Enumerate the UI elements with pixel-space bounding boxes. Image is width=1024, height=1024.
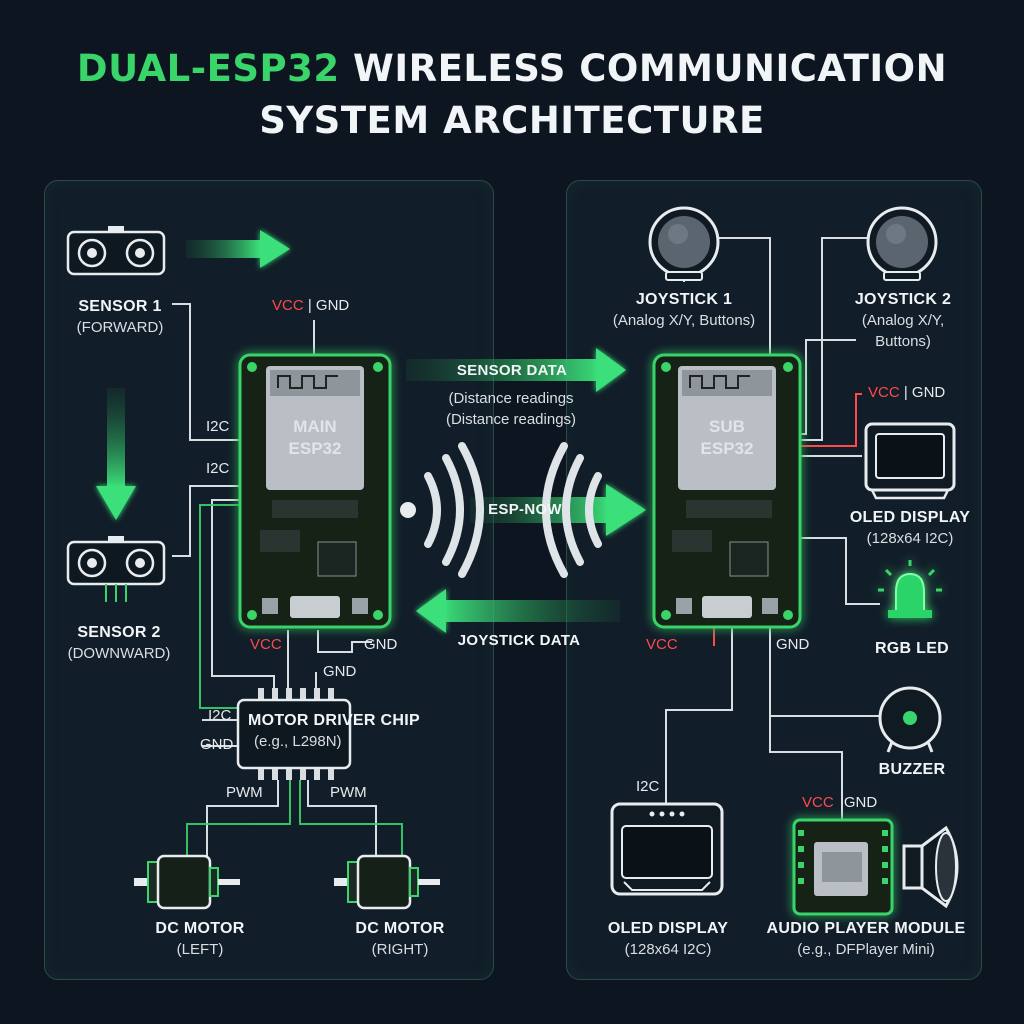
sensor-2-title: SENSOR 2 [77, 624, 161, 641]
main-board-line1: MAIN [293, 417, 337, 436]
sub-i2c-oled-label: I2C [636, 778, 660, 795]
joystick-1-title: JOYSTICK 1 [635, 291, 733, 308]
joystick-data-label: JOYSTICK DATA [436, 630, 602, 651]
dc-motor-right-sub: (RIGHT) [371, 941, 429, 958]
sub-gnd-right: GND [911, 384, 946, 401]
buzzer-title: BUZZER [878, 761, 946, 778]
sensor-2-icon [66, 534, 166, 602]
sub-sep-right: | [903, 384, 908, 401]
title-accent: DUAL-ESP32 [76, 47, 340, 90]
dc-motor-right-icon [332, 854, 442, 910]
joystick-1-label: JOYSTICK 1 (Analog X/Y, Buttons) [594, 289, 774, 331]
sub-board-line2: ESP32 [700, 439, 754, 458]
sub-board-label: SUB ESP32 [684, 416, 770, 460]
sensor-2-sub: (DOWNWARD) [67, 645, 171, 662]
sub-board-line1: SUB [709, 417, 745, 436]
oled-right-label: OLED DISPLAY (128x64 I2C) [840, 507, 980, 549]
oled-bottom-label: OLED DISPLAY (128x64 I2C) [596, 918, 740, 960]
oled-right-title: OLED DISPLAY [849, 509, 971, 526]
dc-motor-left-title: DC MOTOR [155, 920, 245, 937]
sensor-2-label: SENSOR 2 (DOWNWARD) [44, 622, 194, 664]
main-vcc-top: VCC [272, 297, 304, 314]
rgb-led-icon [878, 560, 942, 618]
sub-vcc-bottom: VCC [646, 636, 678, 653]
audio-module-sub: (e.g., DFPlayer Mini) [797, 941, 935, 958]
sub-esp32-board-icon [652, 353, 802, 629]
title-rest: WIRELESS COMMUNICATION [353, 47, 948, 90]
esp-now-label: ESP-NOW [470, 499, 580, 520]
oled-display-right-icon [864, 422, 956, 500]
main-sep-top: | [307, 297, 312, 314]
sensor-1-icon [66, 224, 166, 276]
oled-bottom-title: OLED DISPLAY [607, 920, 729, 937]
sensor-data-title: SENSOR DATA [456, 362, 568, 379]
page-title-line2: SYSTEM ARCHITECTURE [259, 99, 765, 142]
dc-motor-left-icon [132, 854, 242, 910]
main-board-line2: ESP32 [288, 439, 342, 458]
buzzer-label: BUZZER [852, 759, 972, 780]
audio-vcc: VCC [802, 794, 834, 811]
pwm-left-label: PWM [226, 784, 263, 801]
i2c-label-2: I2C [206, 460, 230, 477]
dc-motor-left-sub: (LEFT) [176, 941, 224, 958]
sub-vcc-right: VCC [868, 384, 900, 401]
driver-i2c-label: I2C [208, 707, 232, 724]
main-vcc-bottom: VCC [250, 636, 282, 653]
rgb-led-title: RGB LED [874, 640, 950, 657]
joystick-1-icon [648, 206, 720, 282]
audio-power-label: VCC GND [802, 794, 877, 811]
sensor-data-label: SENSOR DATA [432, 360, 592, 381]
dc-motor-right-title: DC MOTOR [355, 920, 445, 937]
main-gnd-mid: GND [323, 663, 357, 680]
motor-driver-chip-icon [236, 688, 352, 780]
pwm-right-label: PWM [330, 784, 367, 801]
sensor-data-arrow-icon [406, 348, 626, 392]
main-gnd-bottom: GND [364, 636, 398, 653]
joystick-data-title: JOYSTICK DATA [457, 632, 581, 649]
driver-gnd-label: GND [200, 736, 234, 753]
forward-arrow-icon [186, 230, 290, 268]
joystick-2-sub2: Buttons) [875, 333, 931, 350]
sensor-1-sub: (FORWARD) [76, 319, 164, 336]
audio-module-title: AUDIO PLAYER MODULE [766, 920, 966, 937]
motor-driver-title: MOTOR DRIVER CHIP [248, 712, 420, 729]
main-vcc-gnd-label: VCC | GND [272, 297, 349, 314]
page-title: DUAL-ESP32 WIRELESS COMMUNICATION [0, 44, 1024, 94]
main-board-label: MAIN ESP32 [272, 416, 358, 460]
joystick-2-label: JOYSTICK 2 (Analog X/Y, Buttons) [838, 289, 968, 352]
downward-arrow-icon [96, 388, 136, 520]
wifi-waves-icon [400, 442, 602, 578]
oled-right-sub: (128x64 I2C) [866, 530, 954, 547]
oled-display-bottom-icon [610, 802, 724, 896]
motor-driver-label: MOTOR DRIVER CHIP (e.g., L298N) [238, 710, 438, 752]
joystick-1-sub: (Analog X/Y, Buttons) [612, 312, 756, 329]
joystick-2-icon [866, 206, 938, 282]
joystick-data-arrow-icon [416, 589, 620, 633]
audio-module-icon [792, 818, 894, 916]
sub-vcc-gnd-label: VCC | GND [868, 384, 945, 401]
sensor-1-title: SENSOR 1 [78, 298, 162, 315]
audio-gnd: GND [843, 794, 878, 811]
motor-driver-sub: (e.g., L298N) [254, 733, 342, 750]
dc-motor-left-label: DC MOTOR (LEFT) [130, 918, 270, 960]
sub-gnd-bottom: GND [776, 636, 810, 653]
buzzer-icon [878, 686, 942, 753]
main-gnd-top: GND [315, 297, 350, 314]
sensor-data-sub: (Distance readings (Distance readings) [418, 388, 604, 430]
sensor-data-sub2: (Distance readings) [445, 411, 577, 428]
i2c-label-1: I2C [206, 418, 230, 435]
oled-bottom-sub: (128x64 I2C) [624, 941, 712, 958]
speaker-icon [902, 825, 959, 909]
joystick-2-title: JOYSTICK 2 [854, 291, 952, 308]
dc-motor-right-label: DC MOTOR (RIGHT) [330, 918, 470, 960]
rgb-led-label: RGB LED [852, 638, 972, 659]
audio-module-label: AUDIO PLAYER MODULE (e.g., DFPlayer Mini… [756, 918, 976, 960]
main-esp32-board-icon [238, 353, 392, 629]
sensor-data-sub1: (Distance readings [448, 390, 574, 407]
sensor-1-label: SENSOR 1 (FORWARD) [50, 296, 190, 338]
joystick-2-sub1: (Analog X/Y, [861, 312, 945, 329]
esp-now-title: ESP-NOW [488, 501, 562, 518]
